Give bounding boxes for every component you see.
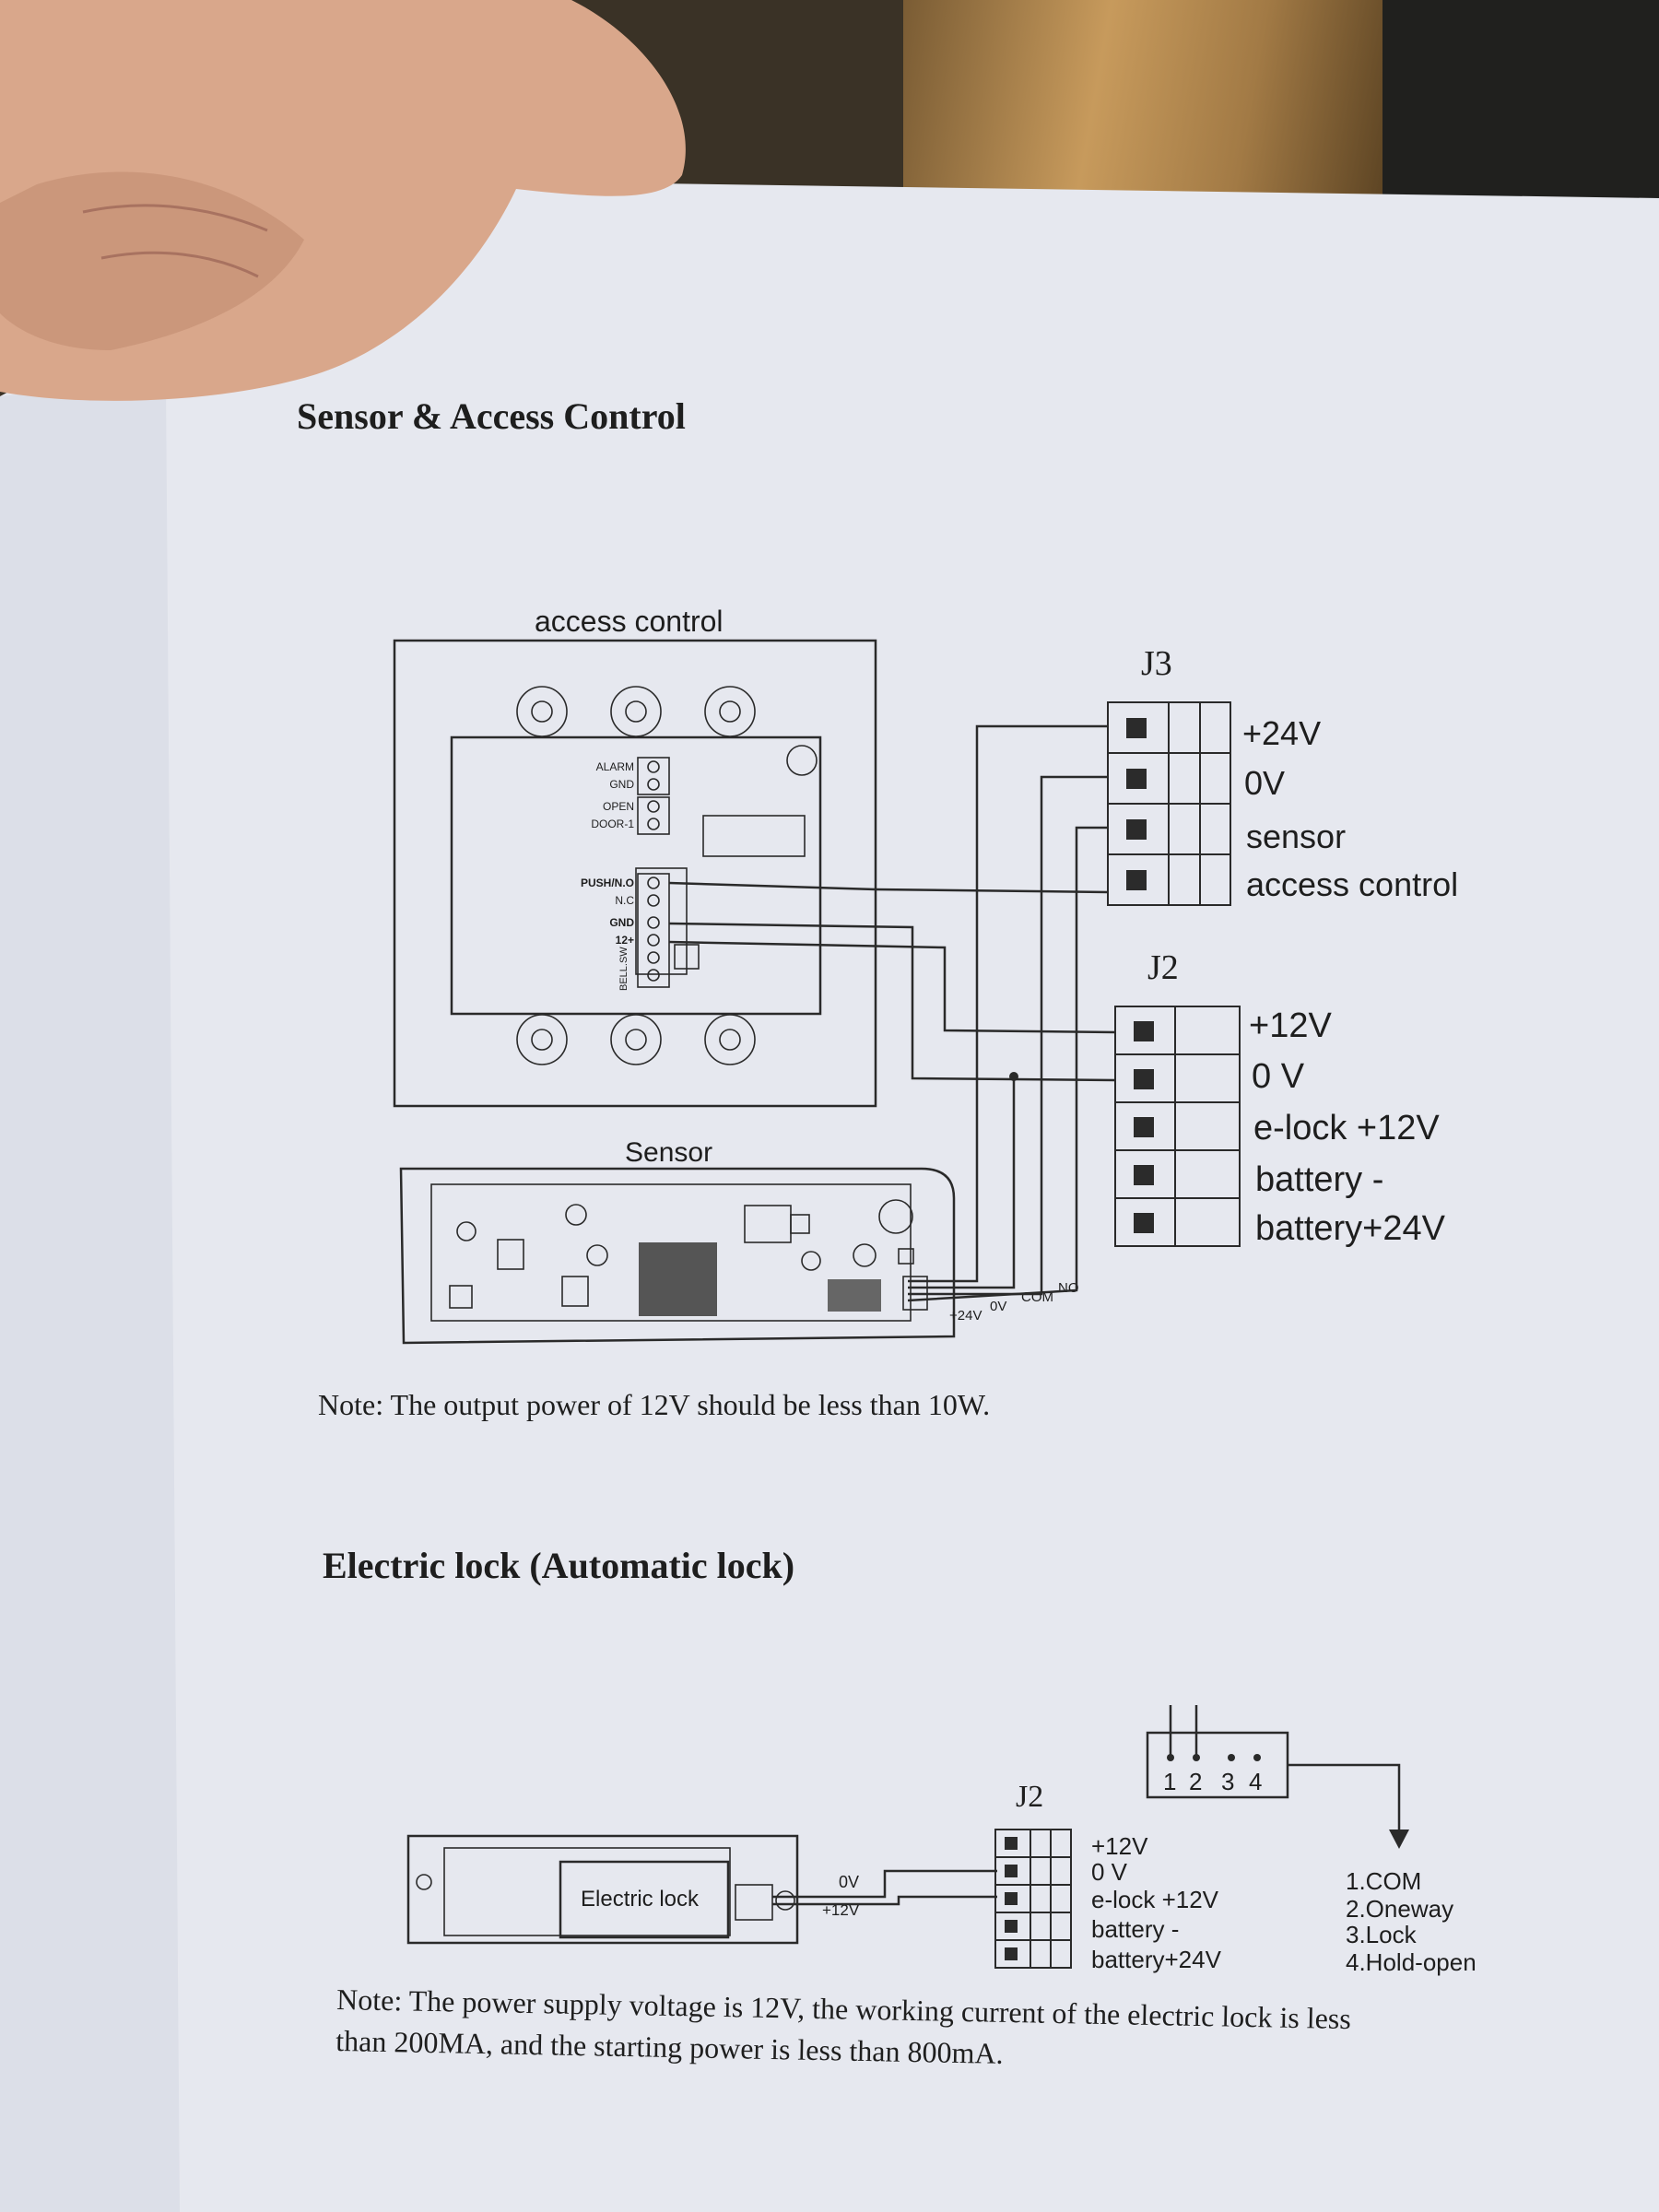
thumb xyxy=(0,0,686,401)
j3-label: J3 xyxy=(1141,644,1172,683)
j2-lock-label: J2 xyxy=(1016,1780,1043,1814)
control-board xyxy=(450,735,822,1016)
j2-label-12v: +12V xyxy=(1249,1006,1332,1045)
j2-label-battery-neg: battery - xyxy=(1255,1160,1383,1199)
board-led xyxy=(674,944,700,970)
background-shadow xyxy=(1382,0,1659,221)
legend-lock: 3.Lock xyxy=(1346,1921,1418,1948)
wire-label-12v: +12V xyxy=(822,1901,860,1919)
j2-lock-label-battery-24v: battery+24V xyxy=(1091,1946,1222,1973)
electric-lock-label: Electric lock xyxy=(581,1887,700,1912)
terminal-12-plus: 12+ xyxy=(616,934,634,947)
dip-switch-pins xyxy=(1167,1705,1261,1761)
lock-connector-hole xyxy=(775,1890,795,1911)
j3-label-access-control: access control xyxy=(1246,865,1458,903)
lock-label-box xyxy=(559,1860,730,1939)
paper-sheet xyxy=(0,180,1659,2212)
lock-inner-frame xyxy=(443,1847,731,1936)
wiring-top xyxy=(668,724,1116,1302)
sensor-components xyxy=(449,1199,928,1316)
j2-label-elock: e-lock +12V xyxy=(1253,1109,1440,1147)
j3-label-sensor: sensor xyxy=(1246,818,1346,855)
note-output-power: Note: The output power of 12V should be … xyxy=(318,1388,990,1421)
terminal-nc: N.C xyxy=(615,894,634,907)
j3-label-24v: +24V xyxy=(1242,714,1321,752)
access-control-panel xyxy=(393,639,877,1108)
j3-label-0v: 0V xyxy=(1244,764,1285,802)
sensor-board xyxy=(430,1183,912,1322)
lock-connector xyxy=(735,1884,773,1921)
sensor-label: Sensor xyxy=(625,1137,712,1168)
board-terminal-block xyxy=(637,757,670,988)
board-relay xyxy=(635,867,688,975)
wiring-lock xyxy=(772,1869,997,1906)
access-control-label: access control xyxy=(535,605,724,638)
j3-connector xyxy=(1107,701,1231,906)
dip-number-2: 2 xyxy=(1189,1768,1202,1795)
j2-lock-label-elock: e-lock +12V xyxy=(1091,1886,1219,1913)
terminal-gnd-2: GND xyxy=(609,916,634,929)
sensor-terminal-0v: 0V xyxy=(990,1299,1006,1314)
lock-screw xyxy=(416,1874,432,1890)
electric-lock-body xyxy=(406,1834,799,1945)
section-title-lock: Electric lock (Automatic lock) xyxy=(323,1545,794,1586)
j2-lock-label-0v: 0 V xyxy=(1091,1858,1128,1886)
j2-label-0v: 0 V xyxy=(1252,1057,1305,1096)
j2-connector xyxy=(1114,1006,1241,1247)
dip-arrow xyxy=(1288,1763,1409,1849)
terminal-gnd-1: GND xyxy=(609,778,634,791)
wire-label-0v: 0V xyxy=(839,1873,859,1891)
board-hole xyxy=(786,745,818,776)
section-title-sensor: Sensor & Access Control xyxy=(297,395,686,437)
terminal-alarm: ALARM xyxy=(596,760,634,773)
legend-com: 1.COM xyxy=(1346,1867,1421,1895)
dip-number-4: 4 xyxy=(1249,1768,1262,1795)
legend-hold-open: 4.Hold-open xyxy=(1346,1948,1477,1976)
terminal-door-1: DOOR-1 xyxy=(591,818,634,830)
terminal-bell-sw: BELL.SW xyxy=(618,947,629,991)
j2-label: J2 xyxy=(1147,948,1179,987)
dip-number-1: 1 xyxy=(1163,1768,1176,1795)
terminal-push-no: PUSH/N.O xyxy=(581,877,634,889)
j2-lock-connector xyxy=(994,1829,1072,1969)
board-chip xyxy=(702,815,806,857)
sensor-housing xyxy=(399,1167,956,1345)
j2-lock-label-battery-neg: battery - xyxy=(1091,1915,1179,1943)
legend-oneway: 2.Oneway xyxy=(1346,1895,1453,1923)
dip-number-3: 3 xyxy=(1221,1768,1234,1795)
paper-fold xyxy=(0,378,180,2212)
j2-label-battery-24v: battery+24V xyxy=(1255,1209,1446,1248)
sensor-terminal-24v: +24V xyxy=(949,1308,982,1324)
terminal-open: OPEN xyxy=(603,800,634,813)
j2-lock-label-12v: +12V xyxy=(1091,1832,1148,1860)
